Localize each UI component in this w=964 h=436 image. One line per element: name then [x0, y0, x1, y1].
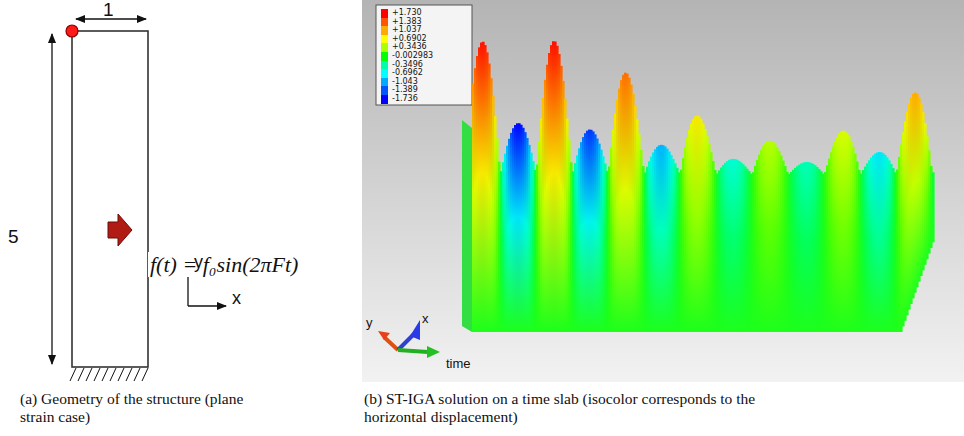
- hatch-line: [94, 368, 100, 381]
- triad-y-axis: [384, 337, 398, 350]
- surface-plot: [462, 41, 935, 332]
- hatch-line: [78, 368, 84, 381]
- triad-time-cone: [427, 346, 440, 358]
- hatch-line: [118, 368, 124, 381]
- colorbar-value: +1.730: [392, 8, 422, 17]
- hatch-line: [70, 368, 76, 381]
- hatch-line: [102, 368, 108, 381]
- structure-rectangle: [72, 31, 148, 367]
- colorbar-value: -1.736: [392, 94, 418, 103]
- axis-x-arrow: [188, 305, 226, 306]
- viewport-background: [362, 0, 964, 382]
- colorbar-swatch: [381, 95, 388, 104]
- clamped-support: [70, 368, 148, 381]
- colorbar-value: +0.6902: [392, 34, 427, 43]
- load-formula: f(t) = f₀sin(2πFt): [148, 252, 300, 277]
- load-arrow: [108, 214, 132, 246]
- hatch-line: [110, 368, 116, 381]
- colorbar-value: -0.002983: [392, 51, 433, 60]
- observation-point: [66, 25, 78, 37]
- colorbar-value: -1.043: [392, 77, 418, 86]
- surface-end-face: [462, 120, 472, 332]
- colorbar-value: +1.037: [392, 25, 422, 34]
- hatch-line: [142, 368, 148, 381]
- height-dimension: [51, 34, 52, 364]
- colorbar-value: -0.3496: [392, 60, 423, 69]
- hatch-line: [134, 368, 140, 381]
- axis-label: x: [422, 312, 429, 327]
- surface-strip: [932, 172, 935, 242]
- triad-x-cone: [410, 320, 420, 340]
- axis-label: y: [194, 252, 203, 273]
- dimension-label: 5: [8, 226, 19, 248]
- colorbar-value: +1.383: [392, 17, 422, 26]
- figure-caption: (b) ST-IGA solution on a time slab (isoc…: [364, 390, 804, 426]
- axis-label: time: [446, 357, 471, 372]
- triad-time-axis: [398, 350, 428, 352]
- hatch-line: [126, 368, 132, 381]
- axis-label: x: [232, 288, 241, 309]
- colorbar-value: -0.6962: [392, 68, 423, 77]
- legend-box: [376, 5, 472, 105]
- axis-label: y: [366, 316, 373, 331]
- colorbar-value: -1.389: [392, 85, 418, 94]
- triad-y-cone: [378, 331, 390, 340]
- colorbar-value: +0.3436: [392, 42, 427, 51]
- dimension-label: 1: [103, 0, 114, 21]
- hatch-line: [86, 368, 92, 381]
- figure-caption: (a) Geometry of the structure (plane str…: [20, 390, 252, 426]
- axis-triad: [378, 320, 440, 358]
